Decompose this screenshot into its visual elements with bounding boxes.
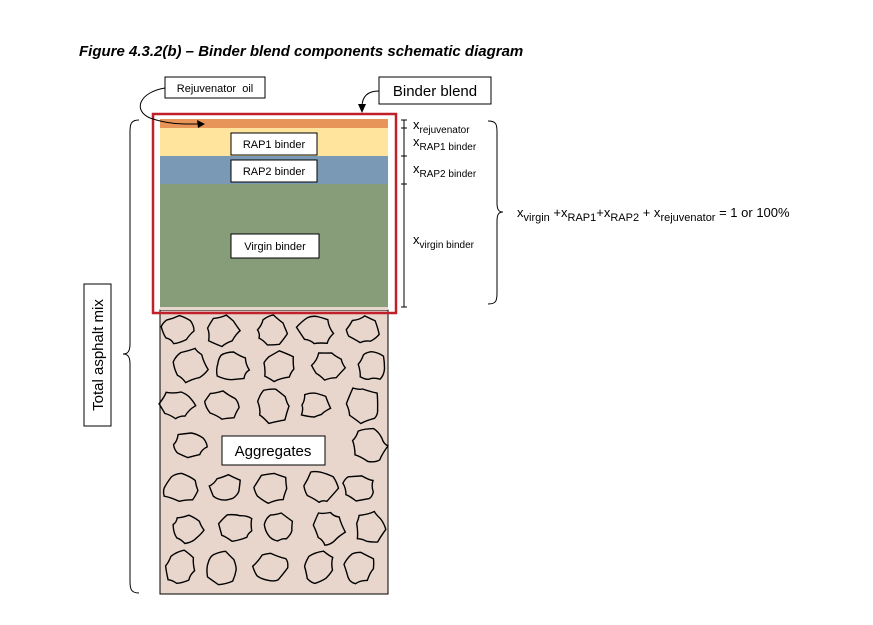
aggregate-stone <box>158 391 197 420</box>
aggregate-stone <box>172 514 205 545</box>
aggregate-stone <box>160 314 195 345</box>
aggregate-stone <box>164 549 196 585</box>
aggregate-stone <box>312 511 347 546</box>
rejuvenator-fraction-label: xrejuvenator <box>413 117 470 136</box>
binder-blend-arrowhead <box>358 104 366 113</box>
rap2-label: RAP2 binder <box>243 166 306 178</box>
binder-aggregate-gap <box>160 307 388 310</box>
rejuvenator-oil-label-box <box>164 76 266 99</box>
total-asphalt-mix-label-box <box>83 283 112 427</box>
virgin-fraction-label: xvirgin binder <box>413 232 475 251</box>
aggregate-stone <box>303 470 340 504</box>
aggregate-stone <box>343 551 375 585</box>
aggregate-stone <box>206 314 242 348</box>
rejuvenator-layer <box>160 119 388 128</box>
total-mix-brace <box>122 119 140 594</box>
aggregate-stone <box>256 388 290 425</box>
fraction-ticks <box>401 119 407 308</box>
aggregate-stone <box>217 513 253 543</box>
aggregate-stone <box>172 347 210 384</box>
aggregate-stone <box>253 472 288 505</box>
aggregate-stone <box>357 350 386 381</box>
aggregate-stone <box>263 350 295 383</box>
rap1-label: RAP1 binder <box>243 139 306 151</box>
aggregates-label: Aggregates <box>235 443 312 460</box>
binder-fractions-brace <box>487 120 504 305</box>
virgin-label: Virgin binder <box>244 241 306 253</box>
aggregate-stone <box>345 315 380 344</box>
aggregate-stone <box>162 472 199 503</box>
aggregate-stone <box>355 510 387 543</box>
virgin-label-box <box>230 233 320 259</box>
rejuvenator-oil-arrowhead <box>197 120 205 128</box>
rap1-fraction-label: xRAP1 binder <box>413 134 477 153</box>
aggregate-stone <box>251 552 289 582</box>
aggregate-stone <box>310 352 347 381</box>
aggregate-stone <box>206 550 237 586</box>
aggregate-stone <box>172 432 208 459</box>
aggregate-stone <box>351 427 389 463</box>
total-asphalt-mix-label: Total asphalt mix <box>90 299 107 411</box>
aggregate-stone <box>300 392 332 418</box>
aggregate-stone <box>295 315 335 345</box>
aggregate-stone <box>342 475 375 502</box>
binder-blend-label: Binder blend <box>393 83 477 100</box>
aggregate-stone <box>203 390 240 420</box>
rap2-fraction-label: xRAP2 binder <box>413 161 477 180</box>
sum-equation: xvirgin +xRAP1+xRAP2 + xrejuvenator = 1 … <box>517 205 790 224</box>
aggregate-stone <box>263 512 294 542</box>
aggregate-stone <box>215 351 251 381</box>
aggregates-label-box <box>221 435 326 466</box>
aggregate-stone <box>256 314 289 346</box>
aggregate-stone <box>303 550 334 585</box>
aggregate-stones <box>158 314 389 586</box>
figure-title: Figure 4.3.2(b) – Binder blend component… <box>79 43 524 60</box>
rejuvenator-oil-label: Rejuvenator oil <box>177 83 253 95</box>
aggregate-stone <box>208 473 241 501</box>
rap1-label-box <box>230 132 318 156</box>
rejuvenator-oil-arrow <box>139 87 201 125</box>
rap2-label-box <box>230 159 318 183</box>
aggregate-stone <box>345 387 379 425</box>
binder-blend-outline <box>151 112 398 315</box>
